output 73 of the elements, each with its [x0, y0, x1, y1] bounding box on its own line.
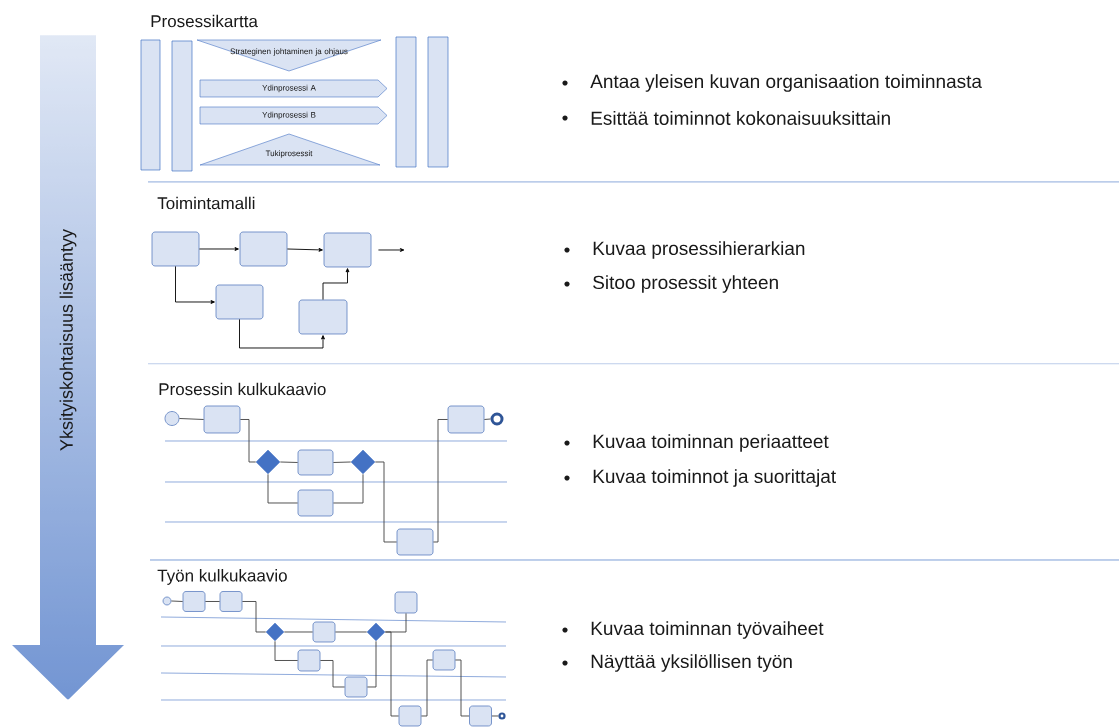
- process-box: [239, 231, 288, 267]
- process-band: Ydinprosessi B: [199, 106, 388, 125]
- process-box: [469, 705, 492, 727]
- connector: [178, 418, 205, 420]
- connector: [175, 265, 215, 304]
- connector: [267, 473, 299, 504]
- start-event: [162, 596, 172, 606]
- column-bar: [171, 40, 193, 172]
- process-box: [297, 649, 321, 672]
- process-box: [447, 405, 485, 434]
- process-box: [298, 299, 348, 335]
- column-bar: [140, 39, 161, 171]
- connector: [204, 601, 221, 602]
- connector: [279, 461, 299, 463]
- bullet-item: Sitoo prosessit yhteen: [564, 275, 778, 293]
- connector: [332, 473, 364, 504]
- process-box: [396, 528, 434, 556]
- process-box: [344, 676, 368, 698]
- section-title: Prosessin kulkukaavio: [159, 382, 326, 396]
- connector: [283, 631, 314, 633]
- connector: [377, 248, 405, 252]
- column-bar: [427, 36, 449, 168]
- bullet-item: Esittää toiminnot kokonaisuuksittain: [562, 111, 890, 125]
- process-box: [394, 591, 418, 614]
- decision-diamond: [350, 449, 376, 475]
- connector: [366, 640, 377, 688]
- section-title: Toimintamalli: [157, 196, 255, 210]
- start-event: [164, 411, 180, 426]
- decision-diamond: [265, 622, 285, 642]
- connector: [239, 419, 257, 463]
- bullet-item: Kuvaa toiminnan työvaiheet: [562, 621, 824, 639]
- decision-diamond: [255, 449, 281, 475]
- connector: [334, 631, 368, 633]
- connector: [170, 600, 184, 602]
- process-box: [297, 489, 334, 517]
- connector: [420, 659, 434, 717]
- bullet-item: Kuvaa toiminnan periaatteet: [564, 434, 829, 452]
- connector: [332, 461, 352, 463]
- connector: [374, 461, 398, 543]
- connector: [239, 318, 325, 349]
- connector: [483, 418, 491, 420]
- process-box: [323, 232, 372, 268]
- process-box: [219, 591, 243, 612]
- process-box: [151, 231, 200, 267]
- bullet-item: Näyttää yksilöllisen työn: [562, 654, 792, 672]
- process-band: Ydinprosessi A: [199, 79, 388, 98]
- process-box: [203, 405, 241, 434]
- connector: [241, 601, 267, 633]
- column-bar: [395, 36, 417, 168]
- process-box: [215, 284, 264, 320]
- connector: [319, 660, 346, 688]
- connector: [274, 640, 299, 661]
- bullet-item: Antaa yleisen kuvan organisaation toiminnasta: [562, 74, 982, 92]
- process-box: [398, 705, 422, 727]
- connector: [432, 419, 449, 543]
- connector: [491, 715, 499, 717]
- bullet-item: Kuvaa prosessihierarkian: [564, 241, 805, 259]
- end-event: [490, 412, 504, 426]
- connector: [454, 659, 470, 717]
- connector: [322, 268, 350, 301]
- end-event: [498, 712, 506, 720]
- process-box: [297, 449, 334, 476]
- bullet-item: Kuvaa toiminnot ja suorittajat: [564, 469, 836, 487]
- axis-label: Yksityiskohtaisuus lisääntyy: [59, 229, 77, 451]
- connector: [384, 631, 400, 717]
- decision-diamond: [366, 622, 386, 642]
- process-box: [312, 621, 336, 643]
- section-title: Työn kulkukaavio: [157, 569, 287, 585]
- section-title: Prosessikartta: [151, 14, 258, 28]
- connector: [286, 247, 323, 252]
- connector: [198, 247, 239, 251]
- process-box: [182, 591, 206, 612]
- process-box: [432, 649, 456, 671]
